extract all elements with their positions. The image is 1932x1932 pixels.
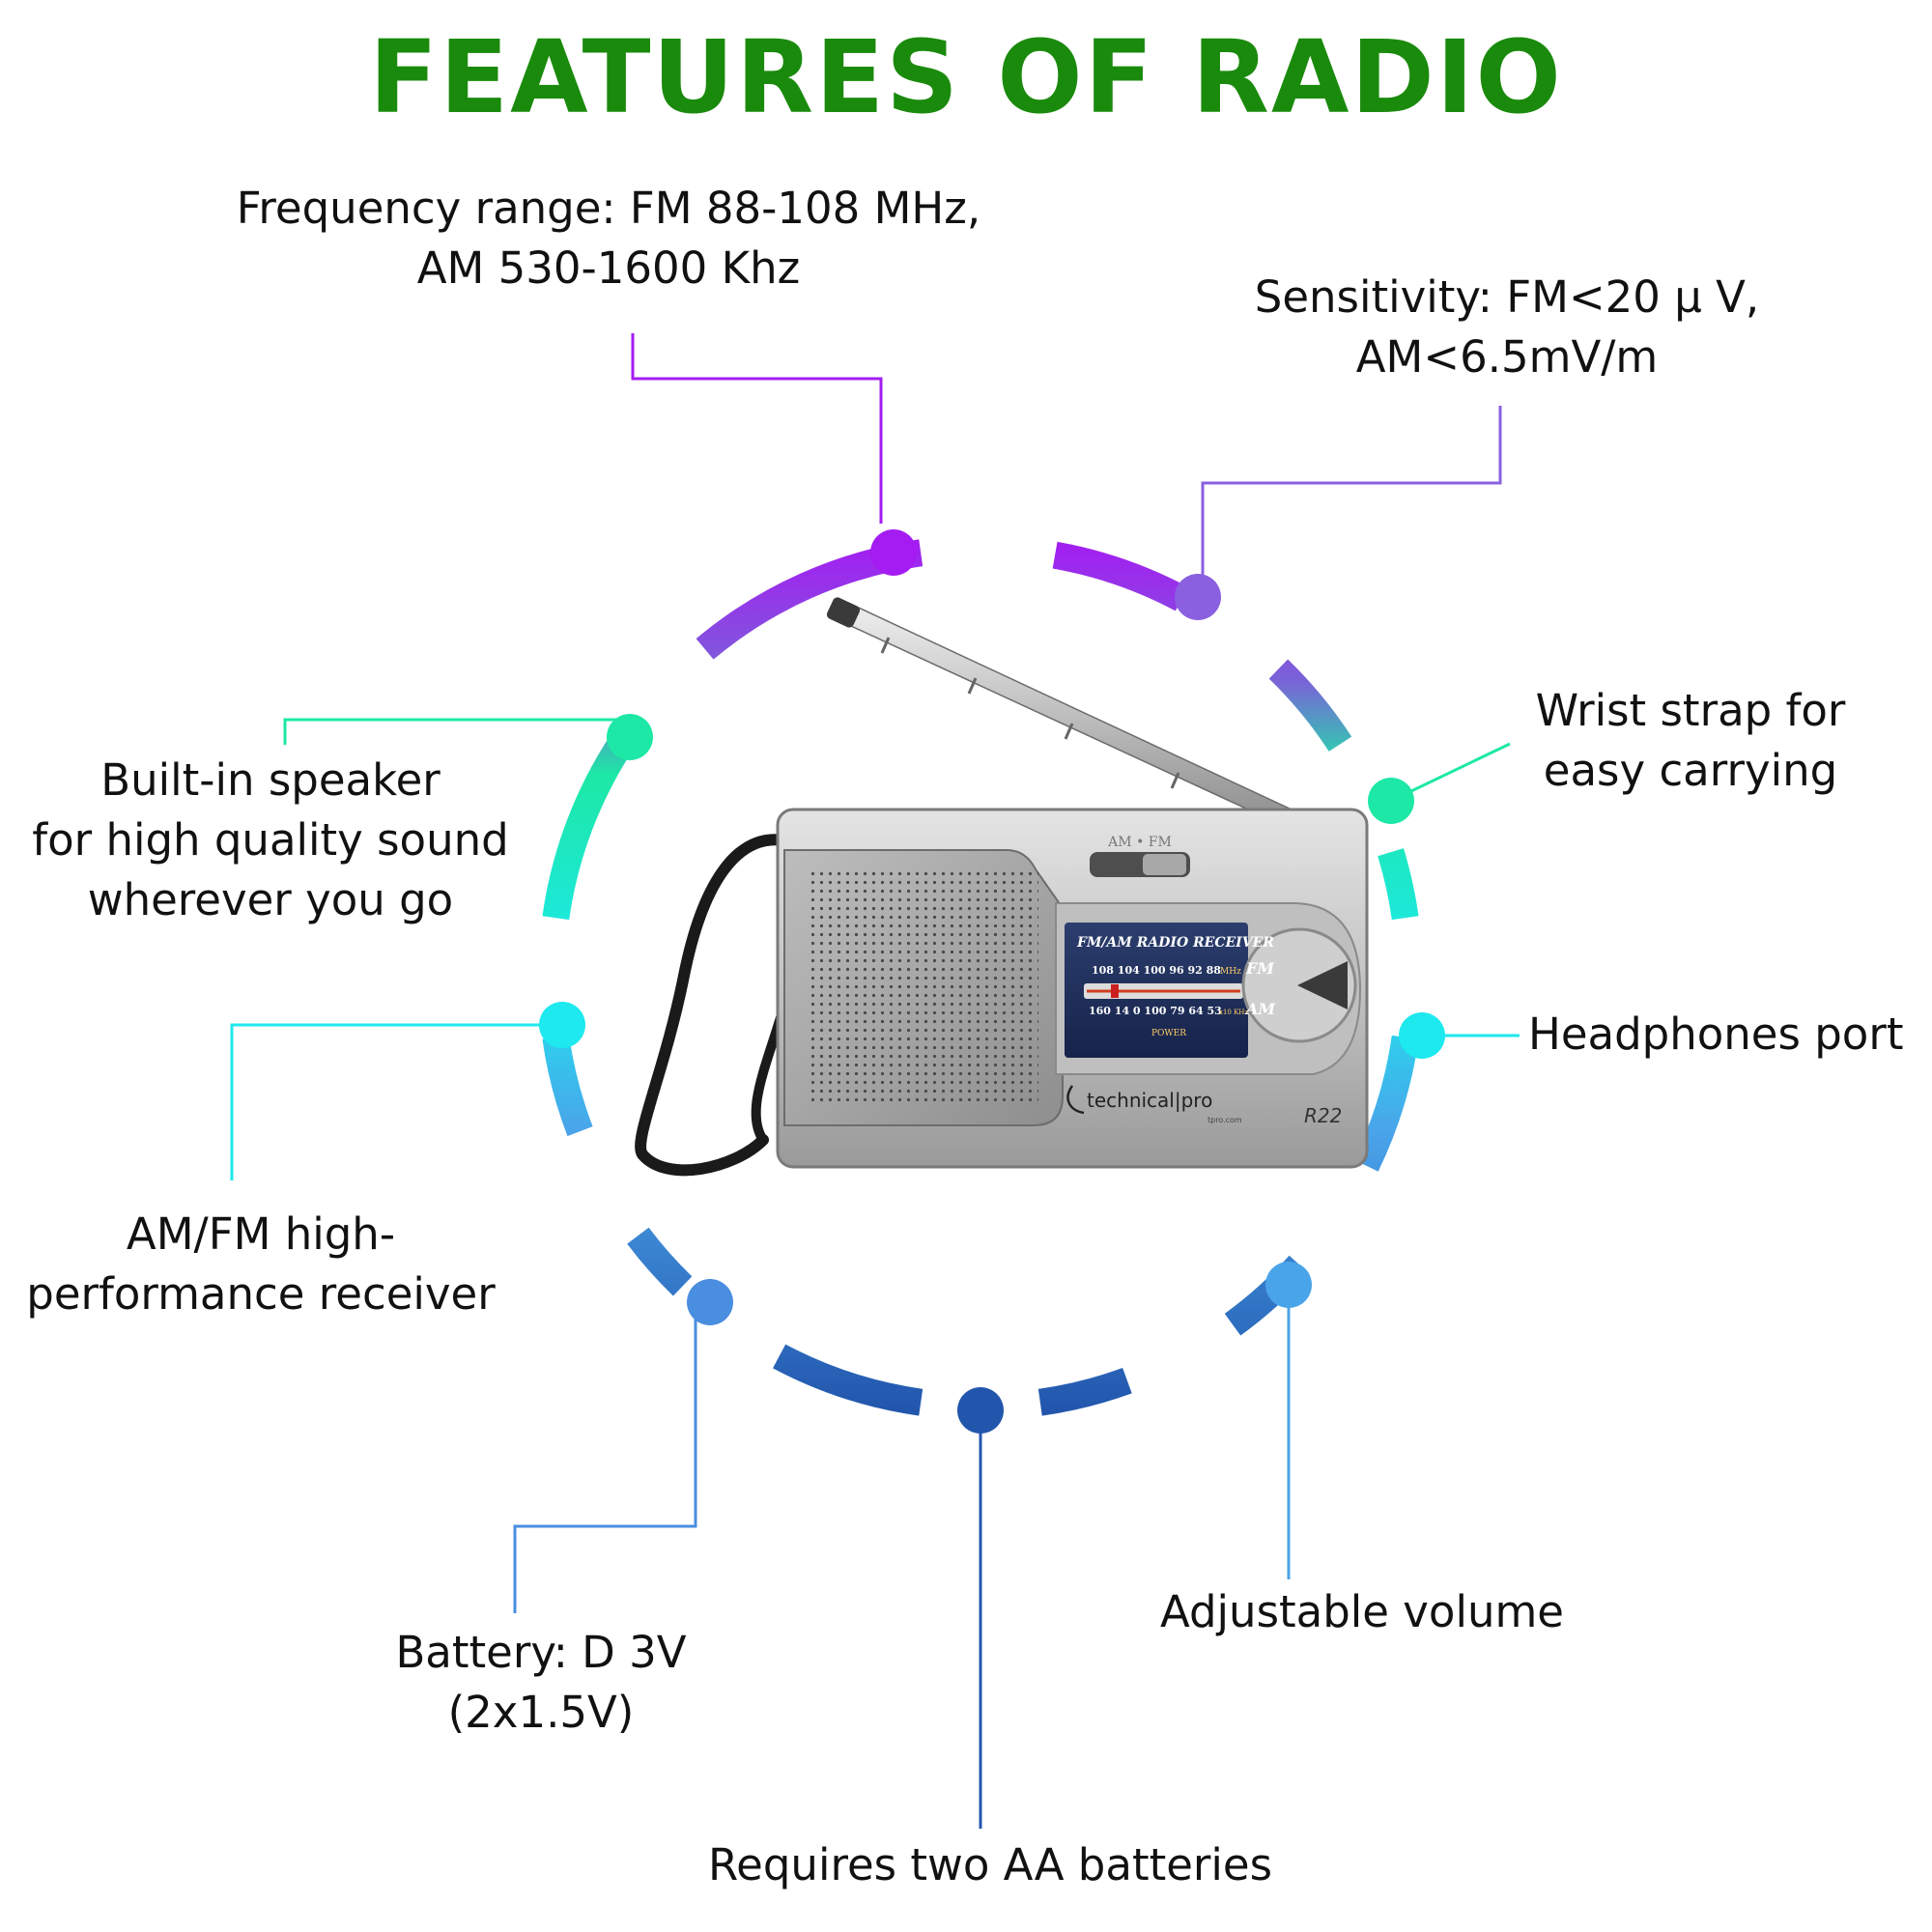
label-aa-batteries: Requires two AA batteries [618,1835,1362,1895]
label-battery-line-1: Battery: D 3V [395,1627,687,1678]
antenna [826,597,1307,834]
model-number: R22 [1304,1104,1342,1127]
ring-segment-3 [1378,848,1419,921]
node-battery [687,1279,733,1325]
label-sensitivity: Sensitivity: FM<20 μ V, AM<6.5mV/m [1159,268,1855,387]
node-wrist-strap [1368,778,1414,824]
node-volume [1265,1262,1312,1308]
band-switch-label: AM • FM [1107,835,1172,850]
ring-segment-6 [1037,1367,1132,1416]
node-speaker [607,714,653,760]
am-scale: 160 14 0 100 79 64 53 [1089,1005,1222,1017]
am-unit: x10 KHz [1219,1009,1248,1016]
node-headphones [1399,1012,1445,1059]
node-receiver [539,1002,585,1048]
brand-url: tpro.com [1208,1116,1242,1124]
label-speaker-line-3: wherever you go [87,874,454,925]
label-volume: Adjustable volume [1111,1582,1613,1642]
label-speaker-line-1: Built-in speaker [100,754,440,806]
ring-segment-10 [542,729,637,921]
label-sensitivity-line-2: AM<6.5mV/m [1355,331,1659,383]
label-battery-line-2: (2x1.5V) [447,1687,635,1738]
label-wrist-strap-line-1: Wrist strap for [1535,685,1846,736]
label-speaker-line-2: for high quality sound [32,814,509,866]
connector-speaker [283,718,618,745]
ring-segment-2 [1268,659,1352,752]
fm-scale: 108 104 100 96 92 88 [1092,964,1221,977]
page-title: FEATURES OF RADIO [369,18,1563,136]
wrist-strap-cord [635,834,790,1177]
dial-title: FM/AM RADIO RECEIVER [1076,935,1274,951]
connector-frequency [631,333,883,524]
label-receiver-line-2: performance receiver [26,1268,496,1320]
label-frequency: Frequency range: FM 88-108 MHz, AM 530-1… [174,179,1043,298]
label-volume-line-1: Adjustable volume [1159,1586,1564,1637]
radio-image [635,597,1369,1177]
brand-logo: technical|pro [1087,1089,1212,1112]
label-wrist-strap: Wrist strap for easy carrying [1478,681,1903,801]
label-headphones-line-1: Headphones port [1528,1009,1904,1060]
connector-receiver [230,1023,541,1180]
ring-segment-4 [1353,1035,1419,1172]
ring-segment-1 [1052,541,1188,611]
am-band-label: AM [1244,1000,1276,1018]
node-aa-batteries [957,1387,1004,1434]
label-sensitivity-line-1: Sensitivity: FM<20 μ V, [1254,271,1760,323]
label-frequency-line-2: AM 530-1600 Khz [416,242,801,294]
label-receiver: AM/FM high- performance receiver [0,1205,522,1324]
label-aa-batteries-line-1: Requires two AA batteries [707,1839,1273,1890]
label-battery: Battery: D 3V (2x1.5V) [328,1623,753,1743]
power-label: POWER [1151,1029,1186,1038]
node-sensitivity [1175,574,1221,620]
ring-segment-8 [627,1227,693,1296]
label-frequency-line-1: Frequency range: FM 88-108 MHz, [236,183,981,234]
ring-segment-9 [542,1035,593,1137]
ring-segment-7 [773,1344,923,1416]
label-headphones: Headphones port [1528,1005,1903,1065]
fm-band-label: FM [1245,959,1275,978]
label-receiver-line-1: AM/FM high- [126,1208,396,1260]
connector-battery [513,1302,697,1613]
connector-sensitivity [1201,406,1502,575]
fm-unit: MHz [1220,967,1241,977]
label-speaker: Built-in speaker for high quality sound … [10,751,531,930]
label-wrist-strap-line-2: easy carrying [1543,745,1838,796]
node-frequency [870,529,917,576]
